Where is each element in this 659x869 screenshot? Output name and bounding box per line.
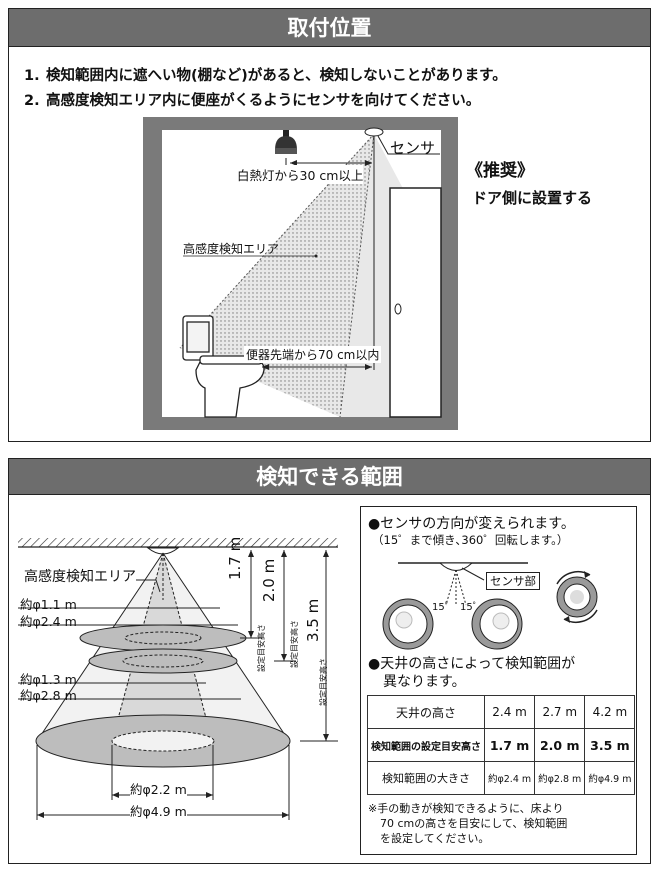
table-cell: 1.7 m bbox=[483, 728, 536, 762]
sensor-tilted-icon bbox=[471, 598, 523, 650]
table-cell: 2.0 m bbox=[534, 728, 586, 762]
table-cell: 4.2 m bbox=[584, 695, 636, 729]
door bbox=[389, 187, 442, 418]
ceiling-title-1: ●天井の高さによって検知範囲が bbox=[368, 656, 576, 672]
table-cell: 約φ4.9 m bbox=[584, 761, 636, 795]
install-note-1-number: 1. bbox=[24, 68, 40, 84]
angle-right: 15゜ bbox=[460, 602, 483, 613]
ceiling-height-table: 天井の高さ 2.4 m 2.7 m 4.2 m 検知範囲の設定目安高さ 1.7 … bbox=[367, 695, 636, 795]
install-note-2: 2. 高感度検知エリア内に便座がくるようにセンサを向けてください。 bbox=[24, 89, 480, 110]
footnote-line-3: を設定してください。 bbox=[380, 832, 490, 845]
sensor-front-icon bbox=[382, 598, 434, 650]
table-row-header: 天井の高さ bbox=[367, 695, 485, 729]
install-note-1-text: 検知範囲内に遮へい物(棚など)があると、検知しないことがあります。 bbox=[46, 68, 507, 84]
sensor-icon bbox=[146, 547, 180, 555]
angle-left: 15゜ bbox=[432, 602, 455, 613]
table-cell: 2.7 m bbox=[534, 695, 586, 729]
sensor-label: センサ bbox=[390, 139, 436, 157]
diameter-1-1m: 約φ1.1 m bbox=[20, 597, 77, 612]
recommend-title: 《推奨》 bbox=[466, 161, 534, 181]
table-row-header: 検知範囲の大きさ bbox=[367, 761, 485, 795]
diameter-4-9m: 約φ4.9 m bbox=[130, 801, 187, 820]
install-note-2-number: 2. bbox=[24, 93, 40, 109]
table-cell: 2.4 m bbox=[483, 695, 536, 729]
recommend-text: ドア側に設置する bbox=[472, 189, 593, 207]
high-sensitivity-area-label: 高感度検知エリア bbox=[183, 242, 280, 256]
diameter-2-8m: 約φ2.8 m bbox=[20, 688, 77, 703]
detection-range-title: 検知できる範囲 bbox=[9, 459, 650, 495]
lamp-icon bbox=[275, 130, 297, 154]
table-cell: 約φ2.4 m bbox=[483, 761, 536, 795]
table-cell: 3.5 m bbox=[584, 728, 636, 762]
toilet-icon bbox=[182, 315, 265, 418]
footnote-line-1: ※手の動きが検知できるように、床より bbox=[368, 802, 564, 815]
sensor-rotate-icon bbox=[556, 571, 598, 623]
range-area-label: 高感度検知エリア bbox=[24, 566, 136, 586]
direction-title: ●センサの方向が変えられます。 bbox=[368, 516, 575, 532]
table-row: 天井の高さ 2.4 m 2.7 m 4.2 m bbox=[367, 695, 636, 729]
sensor-part-label: センサ部 bbox=[486, 572, 540, 590]
install-note-1: 1. 検知範囲内に遮へい物(棚など)があると、検知しないことがあります。 bbox=[24, 64, 507, 85]
table-row: 検知範囲の設定目安高さ 1.7 m 2.0 m 3.5 m bbox=[367, 728, 636, 762]
install-position-title: 取付位置 bbox=[9, 9, 650, 47]
detection-range-panel: 検知できる範囲 bbox=[8, 458, 651, 864]
sensor-info-box bbox=[360, 506, 637, 855]
lamp-distance-label: 白熱灯から30 cm以上 bbox=[237, 165, 364, 184]
table-row: 検知範囲の大きさ 約φ2.4 m 約φ2.8 m 約φ4.9 m bbox=[367, 761, 636, 795]
install-position-panel: 取付位置 bbox=[8, 8, 651, 442]
range-ellipse-2-0m bbox=[88, 648, 238, 674]
table-cell: 約φ2.8 m bbox=[534, 761, 586, 795]
direction-subtitle: （15゜まで傾き､360゜回転します。） bbox=[372, 533, 569, 547]
diameter-2-2m: 約φ2.2 m bbox=[130, 779, 187, 798]
diameter-1-3m: 約φ1.3 m bbox=[20, 672, 77, 687]
toilet-distance-label: 便器先端から70 cm以内 bbox=[244, 346, 382, 363]
ceiling-hatch bbox=[18, 538, 338, 547]
install-note-2-text: 高感度検知エリア内に便座がくるようにセンサを向けてください。 bbox=[46, 93, 481, 109]
ceiling-title-2: 異なります。 bbox=[383, 674, 466, 690]
diameter-2-4m: 約φ2.4 m bbox=[20, 614, 77, 629]
table-row-header: 検知範囲の設定目安高さ bbox=[367, 728, 485, 762]
footnote-line-2: 70 cmの高さを目安にして、検知範囲 bbox=[380, 817, 568, 830]
